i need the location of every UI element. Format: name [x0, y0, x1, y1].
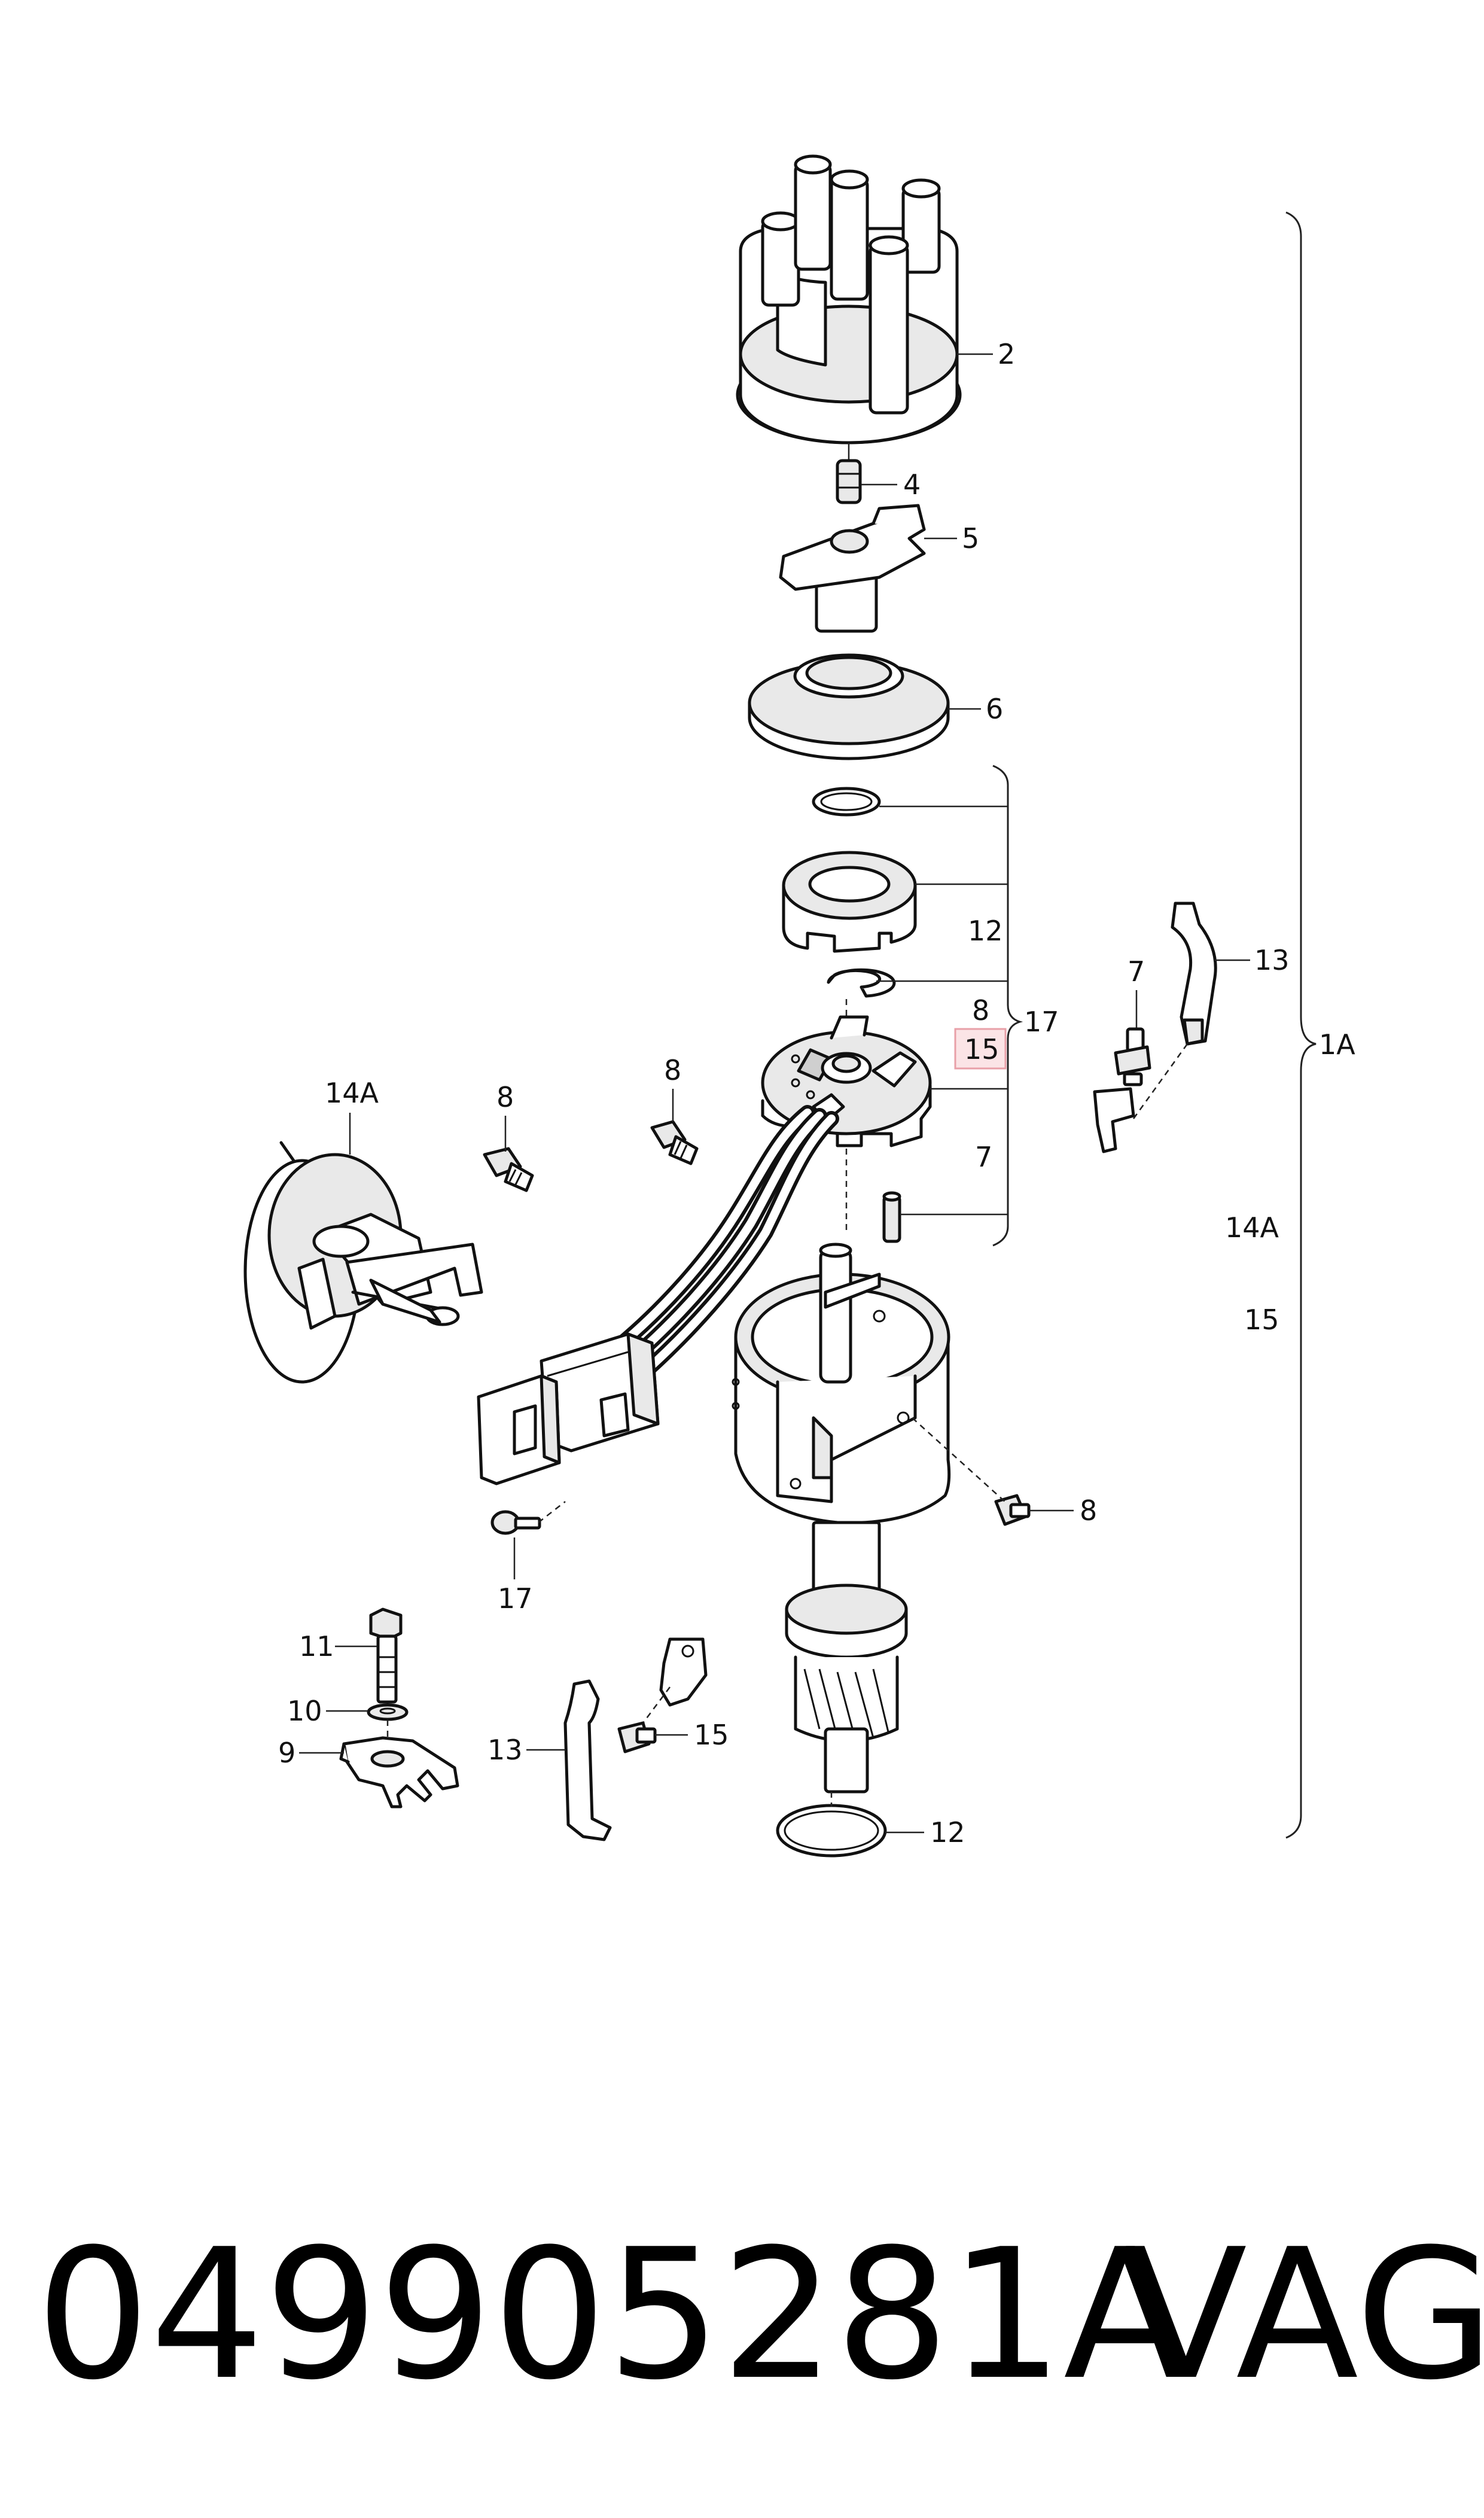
distributor-body	[732, 1243, 951, 1524]
dash-pin	[538, 1501, 566, 1523]
rotor-arm	[779, 504, 926, 633]
circlip	[827, 968, 896, 998]
callout-1a: 1A	[1319, 1028, 1355, 1061]
brace-17	[992, 765, 1023, 1247]
washer	[367, 1703, 409, 1721]
dust-cover	[748, 653, 950, 760]
callout-17-bottom: 17	[498, 1582, 533, 1615]
callout-17-group: 17	[1024, 1006, 1059, 1038]
screw-left	[483, 1147, 534, 1192]
dash-bracket-bottom	[642, 1686, 671, 1724]
wiring-harness	[596, 1105, 839, 1384]
screw-center	[650, 1120, 699, 1165]
screw-right	[1114, 1027, 1151, 1086]
callout-8-left: 8	[496, 1081, 514, 1113]
callout-6: 6	[986, 693, 1003, 725]
trigger-sleeve	[782, 851, 917, 953]
callout-15-right: 15	[1244, 1304, 1279, 1336]
callout-7-right: 7	[1128, 955, 1145, 988]
callout-5: 5	[962, 522, 979, 555]
callout-4: 4	[903, 468, 921, 501]
callout-13-right: 13	[1254, 944, 1290, 976]
pin-bottom	[490, 1510, 541, 1535]
roll-pin	[882, 1191, 901, 1243]
clip-bottom	[563, 1679, 612, 1841]
clip-right	[1171, 902, 1217, 1046]
brand-caption: VAG	[1125, 2211, 1484, 2419]
sealing-ring	[812, 787, 881, 817]
vacuum-unit	[243, 1141, 483, 1384]
harness-connector	[477, 1332, 660, 1485]
part-number-caption: 049905281A	[36, 2211, 1187, 2419]
callout-15-bottom: 15	[694, 1719, 729, 1751]
bracket-right	[1093, 1087, 1135, 1153]
carbon-brush-spring	[836, 459, 862, 504]
callout-8-center: 8	[664, 1054, 681, 1086]
callout-8-mid: 8	[972, 994, 989, 1027]
distributor-cap	[736, 154, 962, 444]
callout-12-top: 12	[968, 915, 1003, 947]
screw-body-right	[994, 1494, 1031, 1526]
callout-15-highlight-box	[954, 1028, 1007, 1070]
clamp	[339, 1736, 459, 1808]
callout-15-highlight: 15	[964, 1033, 1000, 1065]
bracket-bottom	[659, 1637, 708, 1707]
callout-7-group: 7	[975, 1141, 992, 1173]
o-ring-bottom	[776, 1804, 887, 1858]
callout-9: 9	[278, 1737, 295, 1769]
callout-10: 10	[287, 1695, 322, 1727]
dash-bracket	[1132, 1043, 1189, 1119]
screw-bottom	[617, 1721, 657, 1753]
callout-2: 2	[998, 338, 1015, 370]
callout-11: 11	[299, 1630, 334, 1663]
callout-14a-left: 14A	[325, 1077, 379, 1109]
drive-shaft-gear	[785, 1521, 908, 1794]
bolt	[369, 1607, 403, 1704]
callout-12-bottom: 12	[930, 1816, 965, 1849]
brace-1a	[1285, 211, 1317, 1839]
callout-8-body: 8	[1080, 1494, 1097, 1527]
callout-13-bottom: 13	[487, 1734, 523, 1766]
callout-14a-right: 14A	[1225, 1211, 1279, 1244]
